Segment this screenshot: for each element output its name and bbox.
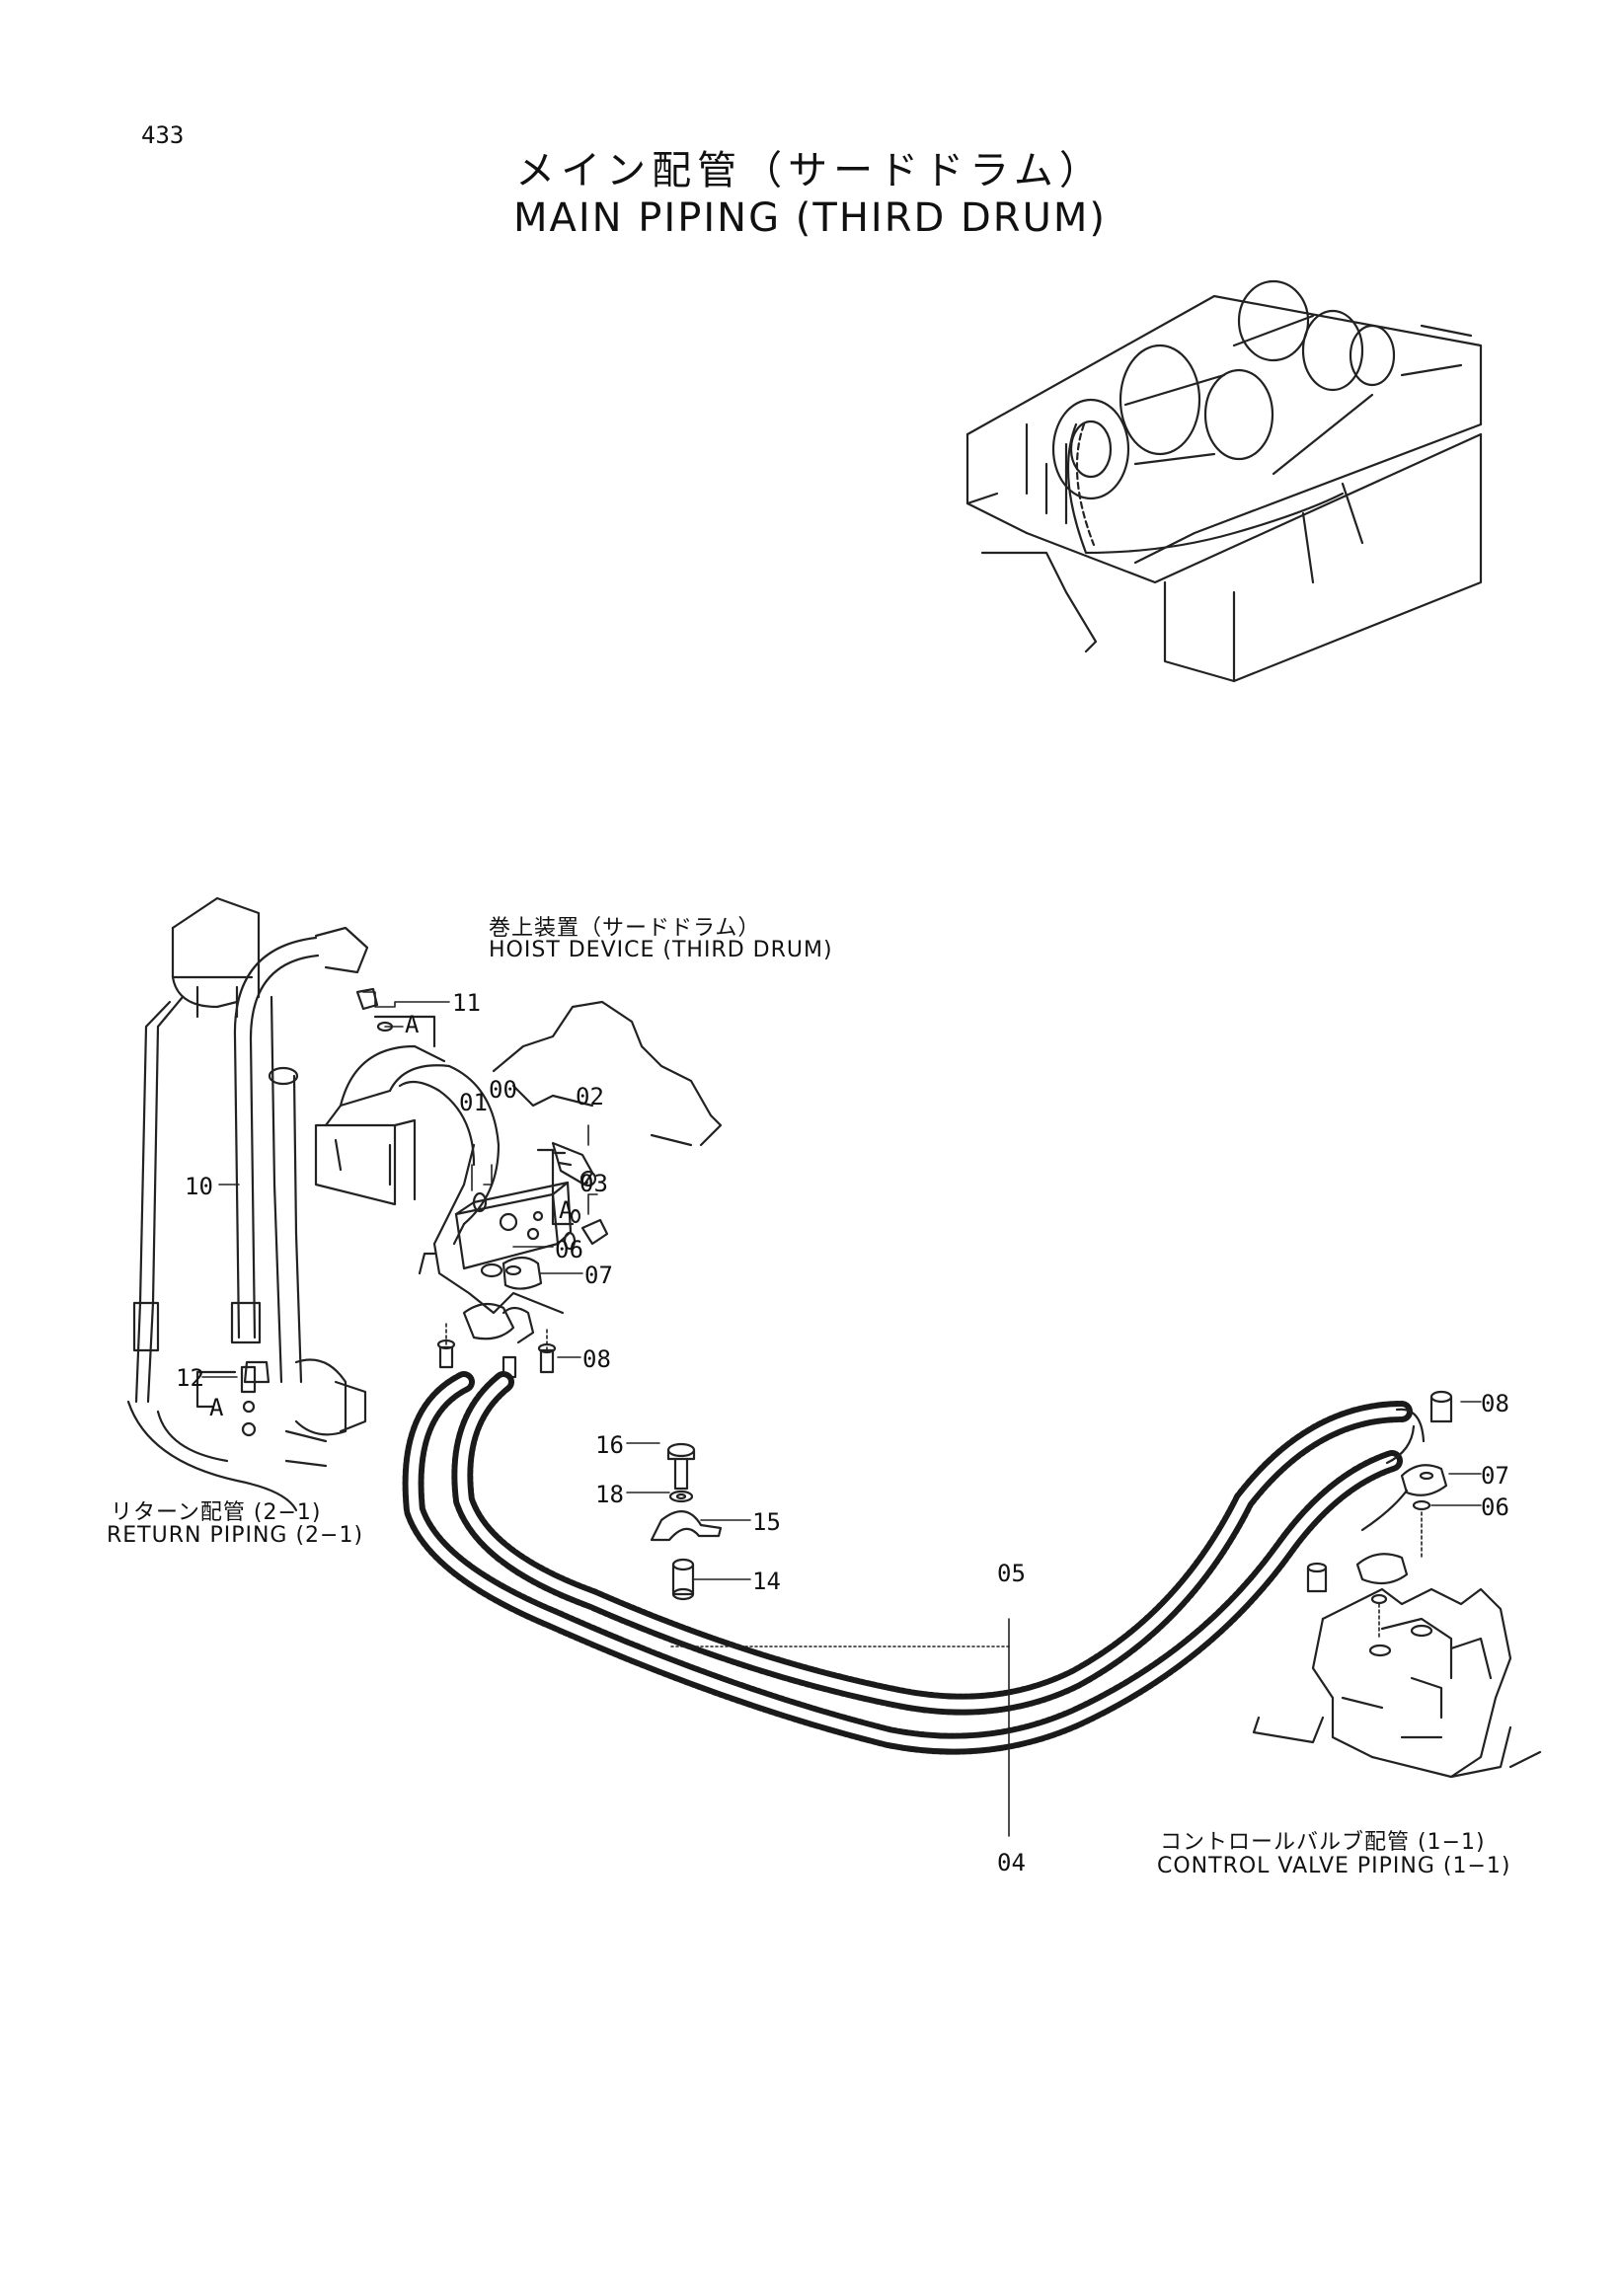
callout-06-hoist: 06 [555,1236,583,1263]
label-hoist-device-ja: 巻上装置（サードドラム） [489,916,761,941]
oring-01 [472,1191,488,1213]
bolt-16 [666,1442,696,1491]
callout-07-hoist: 07 [584,1262,613,1289]
hose-04 [402,1371,1416,1755]
callout-04: 04 [997,1849,1026,1876]
title-japanese: メイン配管（サードドラム） [515,148,1105,193]
elbow-11 [355,987,436,1048]
adapter-02 [551,1141,597,1187]
callout-02: 02 [576,1083,604,1110]
label-control-valve-piping-en: CONTROL VALVE PIPING (1−1) [1157,1854,1511,1878]
label-return-piping-ja: リターン配管 (2−1) [111,1500,322,1525]
washer-18 [668,1490,694,1503]
return-piping-illustration [126,896,369,1512]
callout-11: 11 [452,989,481,1017]
overview-machine-illustration [965,279,1483,683]
callout-01: 01 [459,1089,488,1116]
flange-07-hoist [462,1256,543,1344]
hoist-device-illustration [314,1000,723,1315]
callout-03: 03 [579,1170,608,1197]
label-control-valve-piping-ja: コントロールバルブ配管 (1−1) [1160,1830,1486,1855]
callout-18: 18 [595,1481,624,1508]
callout-15: 15 [752,1508,781,1536]
callout-05: 05 [997,1560,1026,1587]
callout-00: 00 [489,1076,517,1104]
callout-14: 14 [752,1568,781,1595]
valve-block-00 [454,1181,573,1270]
callout-08-valve: 08 [1481,1390,1509,1417]
plug-03 [563,1208,609,1251]
title-english: MAIN PIPING (THIRD DRUM) [513,195,1107,241]
detail-marker-a-plug: A [559,1196,574,1224]
label-return-piping-en: RETURN PIPING (2−1) [107,1523,364,1548]
flange-07-valve [1355,1464,1448,1585]
bolts-08-hoist [436,1339,557,1379]
callout-16: 16 [595,1431,624,1459]
callout-06-valve: 06 [1481,1493,1509,1521]
hose-05 [451,1371,1426,1716]
label-hoist-device-en: HOIST DEVICE (THIRD DRUM) [489,938,833,962]
bolts-08-valve [1306,1390,1453,1593]
clamp-15 [650,1510,723,1542]
page-number: 433 [141,121,185,149]
callout-08-hoist: 08 [582,1345,611,1373]
callout-12: 12 [176,1364,204,1392]
callout-leader-lines [201,991,1482,1837]
detail-marker-a-elbow: A [405,1011,420,1038]
detail-a-plug-03 [536,1148,575,1226]
orings-06-valve [1370,1499,1431,1605]
callout-10: 10 [185,1173,213,1200]
spacer-14 [671,1558,695,1601]
detail-a-return-fitting [195,1365,257,1437]
callout-07-valve: 07 [1481,1462,1509,1490]
control-valve-illustration [1252,1587,1542,1779]
detail-marker-a-return: A [209,1394,224,1421]
